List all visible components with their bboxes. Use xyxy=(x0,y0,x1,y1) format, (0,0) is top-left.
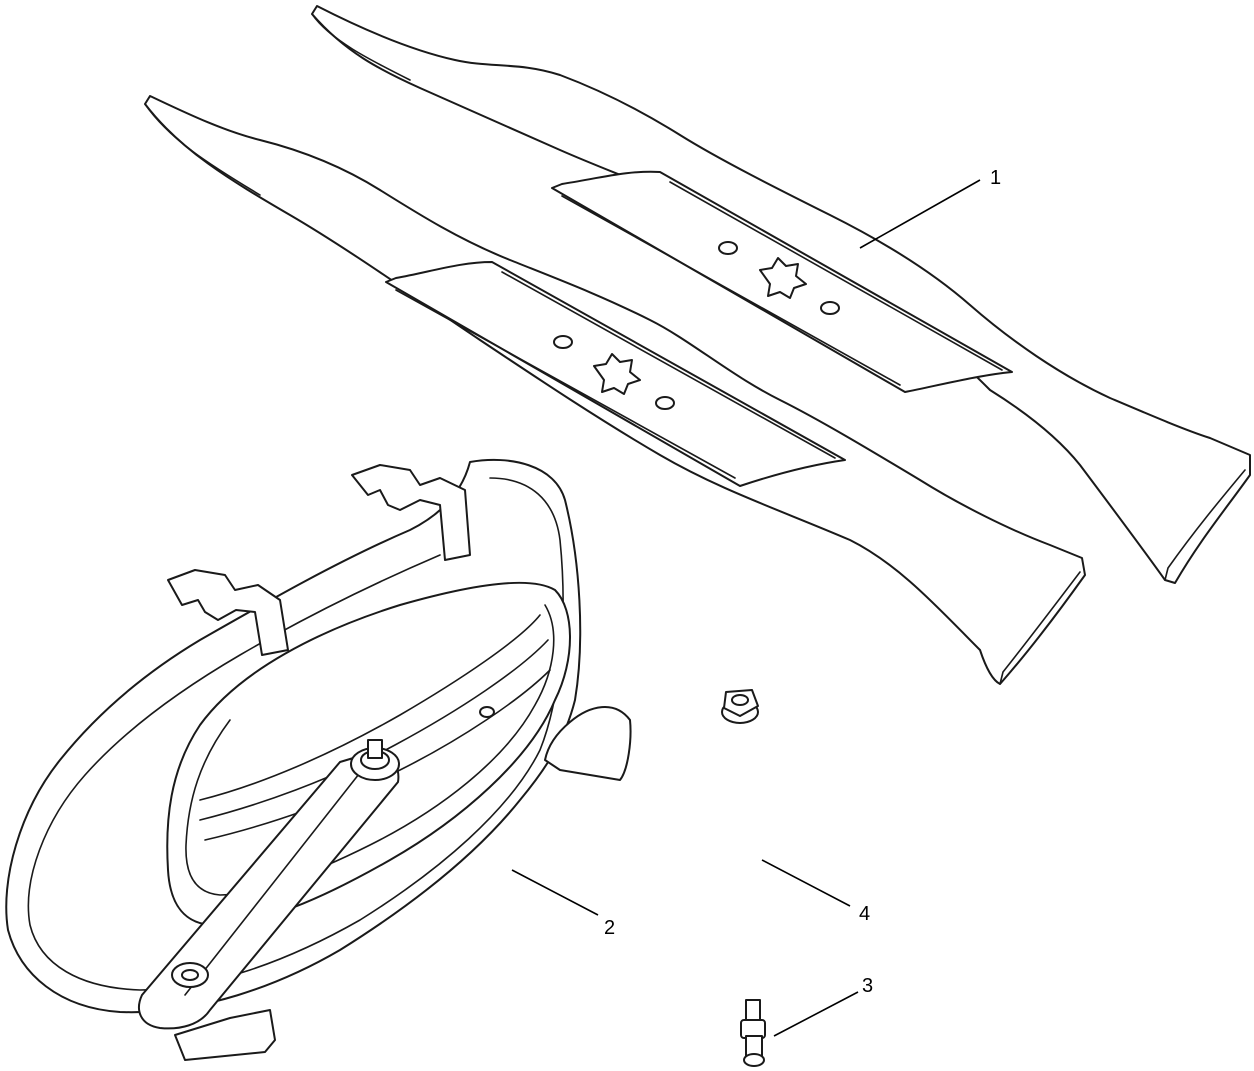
callout-2: 2 xyxy=(604,917,615,939)
leader-line-4 xyxy=(761,859,851,907)
leader-line-2 xyxy=(511,869,599,916)
leader-line-3 xyxy=(773,991,859,1037)
leader-line-1 xyxy=(859,179,981,249)
mower-blade-rear xyxy=(311,5,1251,584)
callout-3: 3 xyxy=(862,975,873,997)
callout-4: 4 xyxy=(859,903,870,925)
shoulder-bolt xyxy=(740,999,766,1067)
mulch-baffle xyxy=(5,458,632,1061)
flange-nut xyxy=(721,689,759,724)
mower-blade-front xyxy=(144,95,1086,685)
callout-1: 1 xyxy=(990,167,1001,189)
mower-blades xyxy=(144,5,1251,685)
